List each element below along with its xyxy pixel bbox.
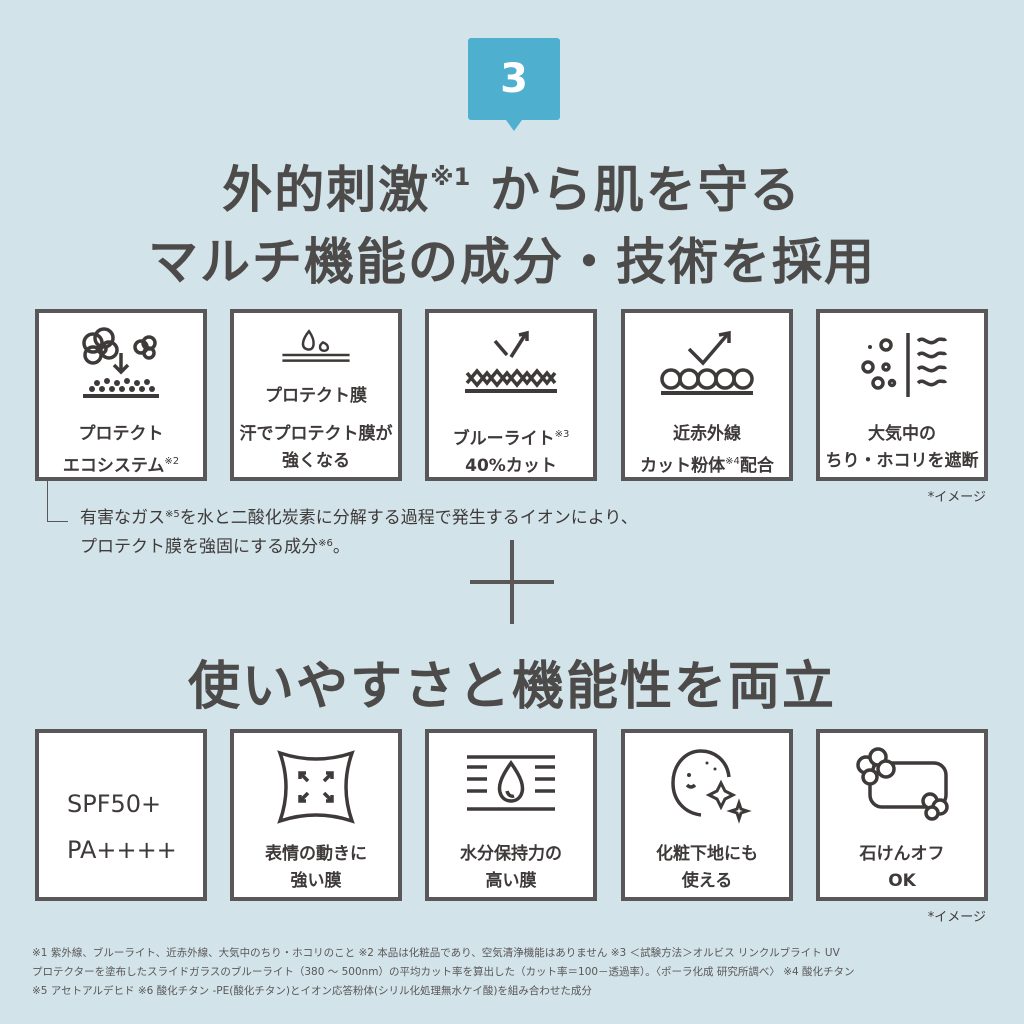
spf-text: SPF50+ PA++++ xyxy=(67,790,177,864)
feature-text: 近赤外線 カット粉体※4配合 xyxy=(640,424,774,476)
step-number-badge: 3 xyxy=(468,38,560,131)
headline-sup: ※1 xyxy=(430,163,471,191)
feature-card-protect-ecosystem: プロテクト エコシステム※2 xyxy=(35,309,207,481)
cloud-particles-icon xyxy=(82,327,159,398)
headline-rest: から肌を守る xyxy=(470,161,802,219)
feature-text: 表情の動きに 強い膜 xyxy=(265,844,367,891)
feature-text: 水分保持力の 高い膜 xyxy=(460,844,562,891)
feature-text: 大気中の ちり・ホコリを遮断 xyxy=(825,424,979,471)
sweat-drop-film-icon xyxy=(282,329,350,362)
feature-card-bluelight: ブルーライト※3 40%カット xyxy=(425,309,597,481)
feature-text: プロテクト エコシステム※2 xyxy=(62,424,180,476)
flexible-film-icon xyxy=(277,750,355,824)
bluelight-cut-icon xyxy=(465,330,557,393)
feature-text: 化粧下地にも 使える xyxy=(656,844,758,891)
feature-text: 汗でプロテクト膜が 強くなる xyxy=(239,424,393,471)
footnote: ※1 紫外線、ブルーライト、近赤外線、大気中のちり・ホコリのこと ※2 本品は化… xyxy=(32,947,855,997)
face-sparkle-icon xyxy=(671,749,752,824)
headline-main: 外的刺激 xyxy=(222,161,431,219)
feature-card-dust: 大気中の ちり・ホコリを遮断 xyxy=(816,309,988,481)
headline-line-2: マルチ機能の成分・技術を採用 xyxy=(148,233,876,291)
feature-card-flexible: 表情の動きに 強い膜 xyxy=(230,729,402,901)
note-bracket xyxy=(47,481,68,522)
feature-card-soap: 石けんオフ OK xyxy=(816,729,988,901)
dust-barrier-icon xyxy=(861,333,948,397)
headline-line-1: 外的刺激※1 から肌を守る xyxy=(0,150,1024,222)
feature-text: ブルーライト※3 40%カット xyxy=(452,429,570,476)
water-drop-film-icon xyxy=(467,755,555,811)
feature-card-protect-film: プロテクト膜 汗でプロテクト膜が 強くなる xyxy=(230,309,402,481)
feature-card-base: 化粧下地にも 使える xyxy=(621,729,793,901)
feature-row-1: プロテクト エコシステム※2 プロテクト膜 汗でプロテクト膜が 強くなる ブルー… xyxy=(35,309,989,481)
feature-text: 石けんオフ OK xyxy=(859,844,945,891)
feature-card-spf: SPF50+ PA++++ xyxy=(35,729,207,901)
feature-label: プロテクト膜 xyxy=(265,386,367,406)
headline-line-3: 使いやすさと機能性を両立 xyxy=(187,657,836,717)
image-note: *イメージ xyxy=(927,490,986,505)
soap-foam-icon xyxy=(856,747,949,821)
step-number: 3 xyxy=(500,56,528,102)
image-note: *イメージ xyxy=(927,910,986,925)
feature-card-moisture: 水分保持力の 高い膜 xyxy=(425,729,597,901)
plus-icon xyxy=(470,540,554,624)
infrared-powder-icon xyxy=(660,330,754,395)
feature-card-infrared: 近赤外線 カット粉体※4配合 xyxy=(621,309,793,481)
feature-row-2: SPF50+ PA++++ 表情の動きに 強い膜 水分保持力の xyxy=(35,729,989,901)
ingredient-note: 有害なガス※5を水と二酸化炭素に分解する過程で発生するイオンにより、 プロテクト… xyxy=(80,508,638,557)
